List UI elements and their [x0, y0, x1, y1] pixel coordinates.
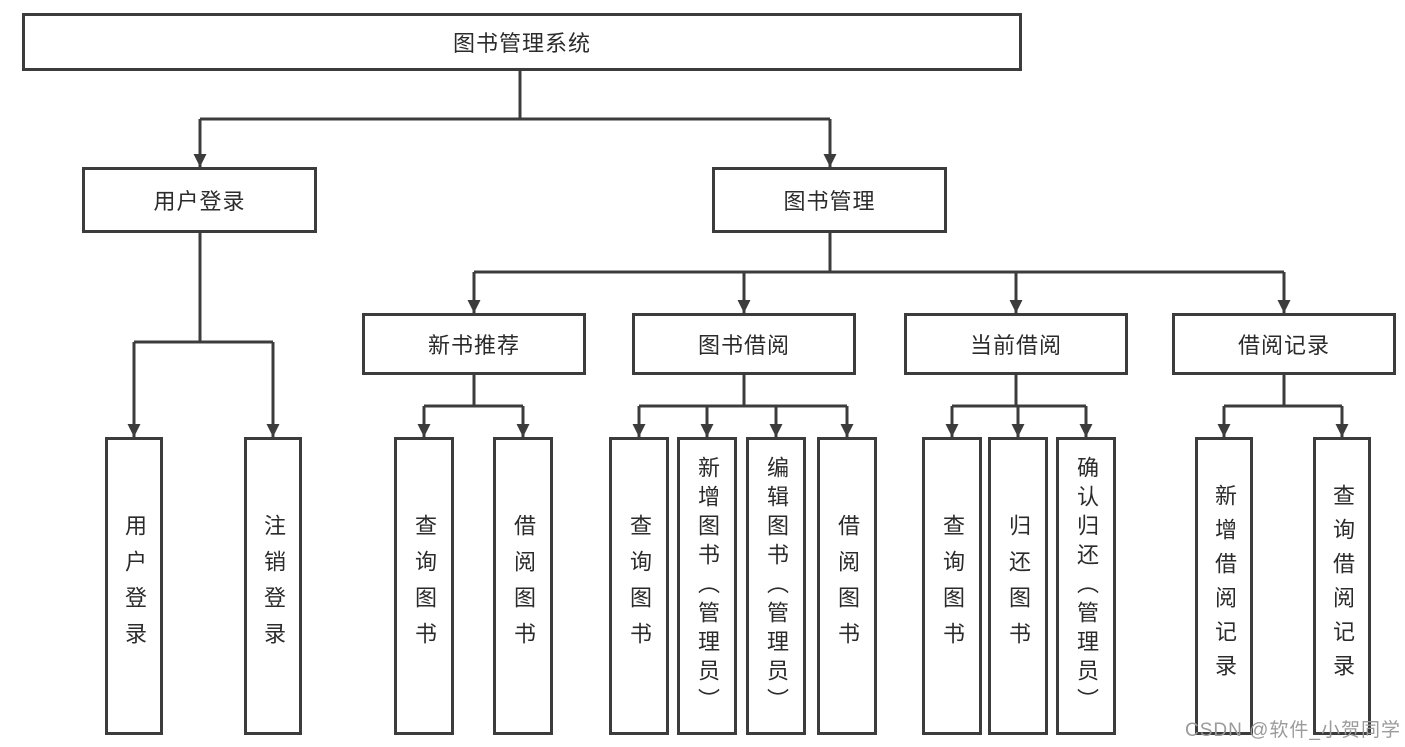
node-new-book-recommend: 新书推荐: [362, 313, 586, 375]
leaf-user-login: 用户登录: [105, 437, 163, 735]
node-book-borrowing: 图书借阅: [632, 313, 856, 375]
leaf-label: 查询借阅记录: [1330, 484, 1355, 688]
node-user-login-module: 用户登录: [82, 167, 317, 233]
leaf-label: 用户登录: [122, 514, 147, 658]
leaf-label: 查询图书: [412, 514, 437, 658]
leaf-label: 新增图书（管理员）: [695, 455, 720, 717]
leaf-label: 归还图书: [1006, 514, 1031, 658]
leaf-query-books-current: 查询图书: [922, 437, 982, 735]
leaf-label: 新增借阅记录: [1212, 484, 1237, 688]
node-book-management-module: 图书管理: [712, 167, 947, 233]
node-label: 当前借阅: [969, 333, 1062, 358]
leaf-label: 查询图书: [940, 514, 965, 658]
leaf-label: 查询图书: [627, 514, 652, 658]
node-label: 图书借阅: [697, 333, 790, 358]
leaf-logout: 注销登录: [244, 437, 302, 735]
leaf-add-borrow-record: 新增借阅记录: [1195, 437, 1253, 735]
leaf-confirm-return-admin: 确认归还（管理员）: [1056, 437, 1116, 735]
csdn-watermark: CSDN @软件_小贺同学: [1185, 720, 1401, 741]
leaf-label: 确认归还（管理员）: [1074, 455, 1099, 717]
leaf-borrow-book: 借阅图书: [817, 437, 877, 735]
leaf-return-book: 归还图书: [988, 437, 1048, 735]
leaf-edit-book-admin: 编辑图书（管理员）: [746, 437, 806, 735]
leaf-query-books-recommend: 查询图书: [394, 437, 454, 735]
node-root-system: 图书管理系统: [22, 13, 1022, 71]
node-current-borrowing: 当前借阅: [904, 313, 1128, 375]
leaf-label: 借阅图书: [511, 514, 536, 658]
node-label: 借阅记录: [1237, 333, 1330, 358]
leaf-query-borrow-record: 查询借阅记录: [1313, 437, 1371, 735]
leaf-borrow-books-recommend: 借阅图书: [493, 437, 553, 735]
leaf-label: 注销登录: [261, 514, 286, 658]
leaf-query-books-borrowing: 查询图书: [609, 437, 669, 735]
leaf-label: 编辑图书（管理员）: [764, 455, 789, 717]
node-borrow-records: 借阅记录: [1172, 313, 1396, 375]
node-root-label: 图书管理系统: [452, 31, 591, 56]
leaf-label: 借阅图书: [835, 514, 860, 658]
leaf-add-book-admin: 新增图书（管理员）: [677, 437, 737, 735]
node-label: 图书管理: [783, 189, 876, 214]
node-label: 新书推荐: [427, 333, 520, 358]
node-label: 用户登录: [153, 189, 246, 214]
